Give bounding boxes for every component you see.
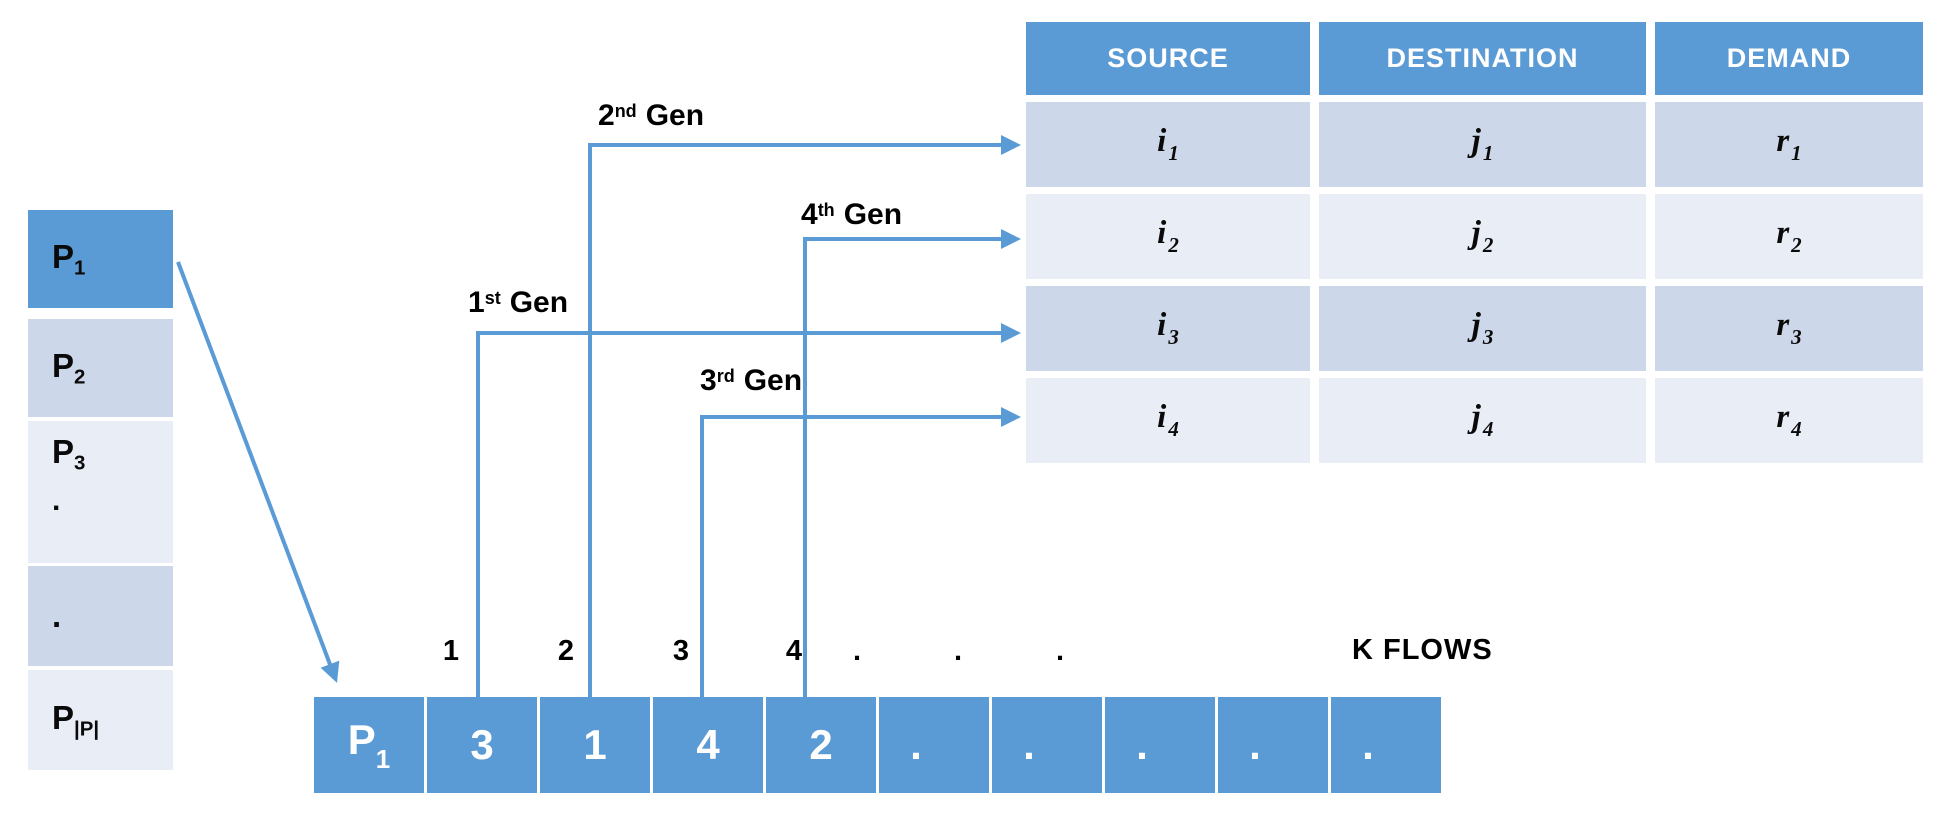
table-cell-j1: j1 — [1319, 102, 1646, 187]
population-box-ellipsis: . — [28, 566, 173, 666]
chromosome-cell-p1: P1 — [314, 697, 424, 793]
table-cell-i4: i4 — [1026, 378, 1310, 463]
gene-index-label-1: 1 — [442, 635, 460, 667]
population-label-p2: P2 — [52, 346, 86, 389]
header-cell-destination: DESTINATION — [1319, 22, 1646, 95]
table-cell-i1: i1 — [1026, 102, 1310, 187]
table-cell-j4: j4 — [1319, 378, 1646, 463]
table-cell-r2: r2 — [1655, 194, 1923, 279]
chromosome-row: P1 3 1 4 2 . . . . . — [314, 697, 1441, 793]
population-box-p3: P3 . — [28, 421, 173, 563]
p1-selection-arrow — [176, 261, 340, 683]
table-cell-r3: r3 — [1655, 286, 1923, 371]
gene-index-ellipsis-dot: . — [852, 635, 862, 667]
chromosome-cell-ellipsis: . — [1331, 697, 1441, 793]
gen-arrow-2nd — [588, 135, 1021, 697]
k-flows-label: K FLOWS — [1352, 634, 1493, 666]
header-cell-demand: DEMAND — [1655, 22, 1923, 95]
population-box-plast: P|P| — [28, 670, 173, 770]
header-cell-source: SOURCE — [1026, 22, 1310, 95]
chromosome-cell-gene2: 1 — [540, 697, 650, 793]
chromosome-cell-ellipsis: . — [1218, 697, 1328, 793]
flow-table: SOURCE DESTINATION DEMAND i1 j1 r1 i2 j2… — [1026, 22, 1923, 463]
chromosome-cell-ellipsis: . — [992, 697, 1102, 793]
population-ellipsis-dot: . — [52, 597, 62, 634]
chromosome-cell-ellipsis: . — [879, 697, 989, 793]
gene-index-ellipsis-dot: . — [953, 635, 963, 667]
chromosome-cell-gene4: 2 — [766, 697, 876, 793]
chromosome-cell-gene1: 3 — [427, 697, 537, 793]
population-label-plast: P|P| — [52, 698, 100, 741]
population-label-p3: P3 — [52, 433, 86, 475]
gene-index-label-3: 3 — [672, 635, 690, 667]
population-label-p1: P1 — [52, 237, 86, 280]
table-cell-j3: j3 — [1319, 286, 1646, 371]
gene-index-ellipsis-dot: . — [1055, 635, 1065, 667]
gene-index-label-2: 2 — [557, 635, 575, 667]
gen-arrow-4th — [803, 229, 1021, 697]
population-ellipsis-dot: . — [52, 483, 61, 517]
table-cell-j2: j2 — [1319, 194, 1646, 279]
table-cell-r1: r1 — [1655, 102, 1923, 187]
chromosome-cell-ellipsis: . — [1105, 697, 1215, 793]
table-cell-i3: i3 — [1026, 286, 1310, 371]
population-box-p2: P2 — [28, 319, 173, 417]
table-cell-r4: r4 — [1655, 378, 1923, 463]
table-cell-i2: i2 — [1026, 194, 1310, 279]
chromosome-cell-gene3: 4 — [653, 697, 763, 793]
gene-index-label-4: 4 — [785, 635, 803, 667]
population-box-p1: P1 — [28, 210, 173, 308]
